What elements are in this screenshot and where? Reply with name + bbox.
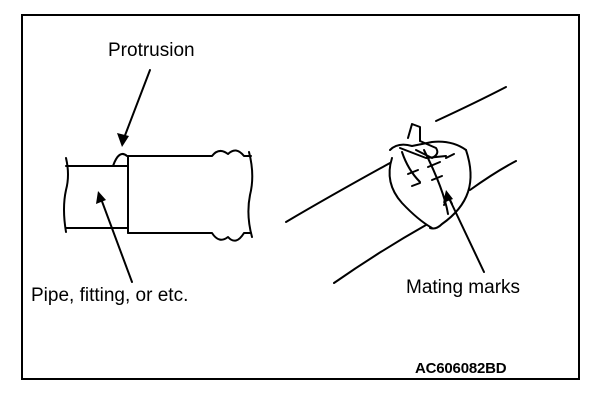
mating-arrowhead	[443, 190, 453, 203]
pipe-and-hose-drawing	[63, 69, 254, 283]
pipe-pointer-dot	[96, 191, 106, 204]
protrusion-arrowhead	[117, 133, 129, 147]
pipe-label: Pipe, fitting, or etc.	[31, 285, 189, 306]
figure-code: AC606082BD	[415, 360, 507, 377]
protrusion-label: Protrusion	[108, 40, 195, 61]
clamped-hose-drawing	[285, 86, 517, 284]
figure-frame	[21, 14, 580, 380]
mating-marks-label: Mating marks	[406, 277, 521, 298]
